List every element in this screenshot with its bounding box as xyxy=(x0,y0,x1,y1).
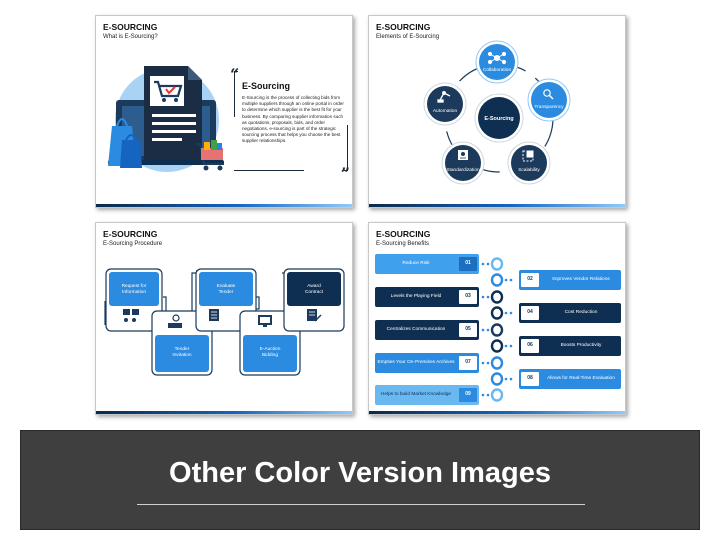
step-label-line1: Evaluate xyxy=(217,283,236,289)
element-transparency[interactable]: Transparency xyxy=(527,78,571,122)
slide-footer-bar xyxy=(369,411,625,414)
step-request-for-information[interactable]: Request for Information xyxy=(105,268,163,332)
people-network-icon xyxy=(487,51,507,65)
banner-title: Other Color Version Images xyxy=(169,457,551,489)
trolley-icon xyxy=(196,140,224,171)
step-label-line2: Tender xyxy=(219,289,234,295)
magnifier-icon xyxy=(543,89,554,100)
step-label-line2: Contract xyxy=(305,289,324,295)
benefits-chain xyxy=(481,257,513,402)
step-label-line2: Bidding xyxy=(262,352,278,358)
element-label: Transparency xyxy=(534,104,564,110)
element-label: Standardization xyxy=(446,167,480,173)
benefit-number: 05 xyxy=(459,323,477,337)
slide-procedure[interactable]: E-SOURCING E-Sourcing Procedure Request … xyxy=(95,222,353,415)
element-label: Collaboration xyxy=(483,67,512,73)
definition-box: “ E-Sourcing E-Sourcing is the process o… xyxy=(230,65,350,183)
element-standardization[interactable]: Standardization xyxy=(441,141,485,185)
benefit-04[interactable]: 04 Cost Reduction xyxy=(519,303,621,323)
certificate-icon xyxy=(458,150,468,160)
step-label-line1: Award xyxy=(307,283,321,289)
hand-gear-icon xyxy=(168,314,182,328)
slide-footer-bar xyxy=(369,204,625,207)
slide-footer-bar xyxy=(96,411,352,414)
banner-underline xyxy=(137,504,585,505)
slide-subtitle: E-Sourcing Benefits xyxy=(376,241,430,247)
benefit-07[interactable]: Empties Your On-Premises Archives 07 xyxy=(375,353,479,373)
elements-diagram: E-Sourcing Collaboration xyxy=(423,40,571,185)
slide-footer-bar xyxy=(96,204,352,207)
step-label-line1: Tender xyxy=(175,346,190,352)
benefit-label: Cost Reduction xyxy=(564,310,598,316)
contract-icon xyxy=(307,309,322,322)
slide-subtitle: Elements of E-Sourcing xyxy=(376,34,440,40)
other-color-versions-banner[interactable]: Other Color Version Images xyxy=(20,430,700,530)
shopping-cart-icon xyxy=(154,80,183,102)
step-label-line2: Information xyxy=(122,289,146,295)
benefit-label: Centralizes Communication xyxy=(386,327,446,333)
scale-icon xyxy=(522,150,534,162)
slide-subtitle: E-Sourcing Procedure xyxy=(103,241,163,247)
step-label-line1: E-Auction xyxy=(260,346,281,352)
center-label: E-Sourcing xyxy=(484,116,513,122)
benefit-number: 09 xyxy=(459,388,477,402)
element-label: Scalability xyxy=(518,167,540,173)
benefit-number: 04 xyxy=(521,306,539,320)
benefit-number: 08 xyxy=(521,372,539,386)
benefit-label: Levels the Playing Field xyxy=(390,294,442,300)
checklist-icon xyxy=(209,309,219,321)
slide-subtitle: What is E-Sourcing? xyxy=(103,34,158,40)
step-label-line2: Invitation xyxy=(172,352,192,358)
element-label: Automation xyxy=(433,108,458,114)
slide-title: E-SOURCING xyxy=(103,229,158,239)
benefit-label: Empties Your On-Premises Archives xyxy=(377,360,455,366)
benefit-number: 06 xyxy=(521,339,539,353)
step-award-contract[interactable]: Award Contract xyxy=(283,268,345,332)
procedure-diagram: Request for Information Tender Invitatio… xyxy=(104,268,345,376)
element-collaboration[interactable]: Collaboration xyxy=(475,40,519,84)
slide-title: E-SOURCING xyxy=(103,22,158,32)
slide-elements[interactable]: E-SOURCING Elements of E-Sourcing E-Sour… xyxy=(368,15,626,208)
benefit-label: Reduce Risk xyxy=(402,261,430,267)
benefit-label: Improves Vendor Relations xyxy=(552,277,610,283)
question-icon xyxy=(123,309,139,322)
shopping-bag-icon xyxy=(108,118,142,168)
element-automation[interactable]: Automation xyxy=(423,82,467,126)
slide-title: E-SOURCING xyxy=(376,22,431,32)
definition-heading: E-Sourcing xyxy=(242,81,291,91)
benefit-01[interactable]: Reduce Risk 01 xyxy=(375,254,479,274)
benefit-03[interactable]: Levels the Playing Field 03 xyxy=(375,287,479,307)
benefit-06[interactable]: 06 Boosts Productivity xyxy=(519,336,621,356)
slide-title: E-SOURCING xyxy=(376,229,431,239)
monitor-icon xyxy=(258,315,272,327)
benefit-number: 01 xyxy=(459,257,477,271)
benefit-08[interactable]: 08 Allows for Real-Time Evaluation xyxy=(519,369,621,389)
benefit-number: 03 xyxy=(459,290,477,304)
open-quote-icon: “ xyxy=(230,65,240,84)
benefit-label: Allows for Real-Time Evaluation xyxy=(547,376,615,382)
benefit-05[interactable]: Centralizes Communication 05 xyxy=(375,320,479,340)
close-quote-icon: ” xyxy=(340,164,350,183)
benefit-number: 02 xyxy=(521,273,539,287)
benefit-label: Boosts Productivity xyxy=(560,343,602,349)
document-icon xyxy=(144,66,202,160)
benefit-number: 07 xyxy=(459,356,477,370)
esourcing-illustration xyxy=(108,66,224,172)
benefit-09[interactable]: Helps to build Market Knowledge 09 xyxy=(375,385,479,405)
definition-body: E-Sourcing is the process of collecting … xyxy=(242,95,344,144)
step-label-line1: Request for xyxy=(122,283,147,289)
robot-arm-icon xyxy=(437,91,451,103)
benefit-label: Helps to build Market Knowledge xyxy=(380,392,452,398)
element-scalability[interactable]: Scalability xyxy=(507,141,551,185)
benefit-02[interactable]: 02 Improves Vendor Relations xyxy=(519,270,621,290)
slide-benefits[interactable]: E-SOURCING E-Sourcing Benefits xyxy=(368,222,626,415)
slide-what-is-esourcing[interactable]: E-SOURCING What is E-Sourcing? xyxy=(95,15,353,208)
